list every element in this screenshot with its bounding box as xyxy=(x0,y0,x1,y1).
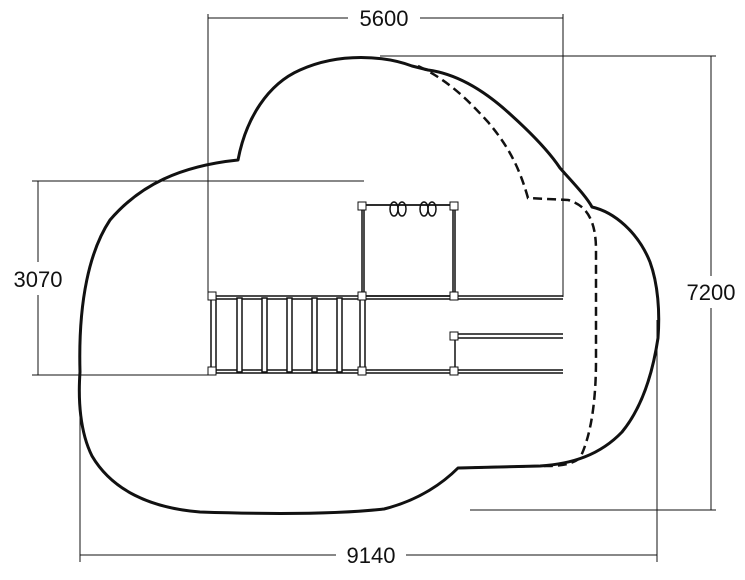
dimension-bottom: 9140 xyxy=(79,320,658,568)
posts xyxy=(207,201,459,376)
dimension-left-label: 3070 xyxy=(14,267,63,292)
ladder xyxy=(210,297,366,373)
swing-ring-right-2 xyxy=(427,201,437,217)
dimension-right-label: 7200 xyxy=(687,280,736,305)
swing-ring-left xyxy=(389,201,399,217)
safety-zone-outline xyxy=(77,56,661,516)
dimension-left: 3070 xyxy=(14,180,364,376)
swing-ring-left-2 xyxy=(397,201,407,217)
dimension-top-label: 5600 xyxy=(360,6,409,31)
dimension-right: 7200 xyxy=(380,55,736,511)
upper-frame xyxy=(361,201,456,297)
swing-ring-right xyxy=(419,201,429,217)
dimension-top: 5600 xyxy=(207,6,564,300)
dimension-bottom-label: 9140 xyxy=(347,543,396,568)
inner-zone-dashed xyxy=(417,64,598,470)
